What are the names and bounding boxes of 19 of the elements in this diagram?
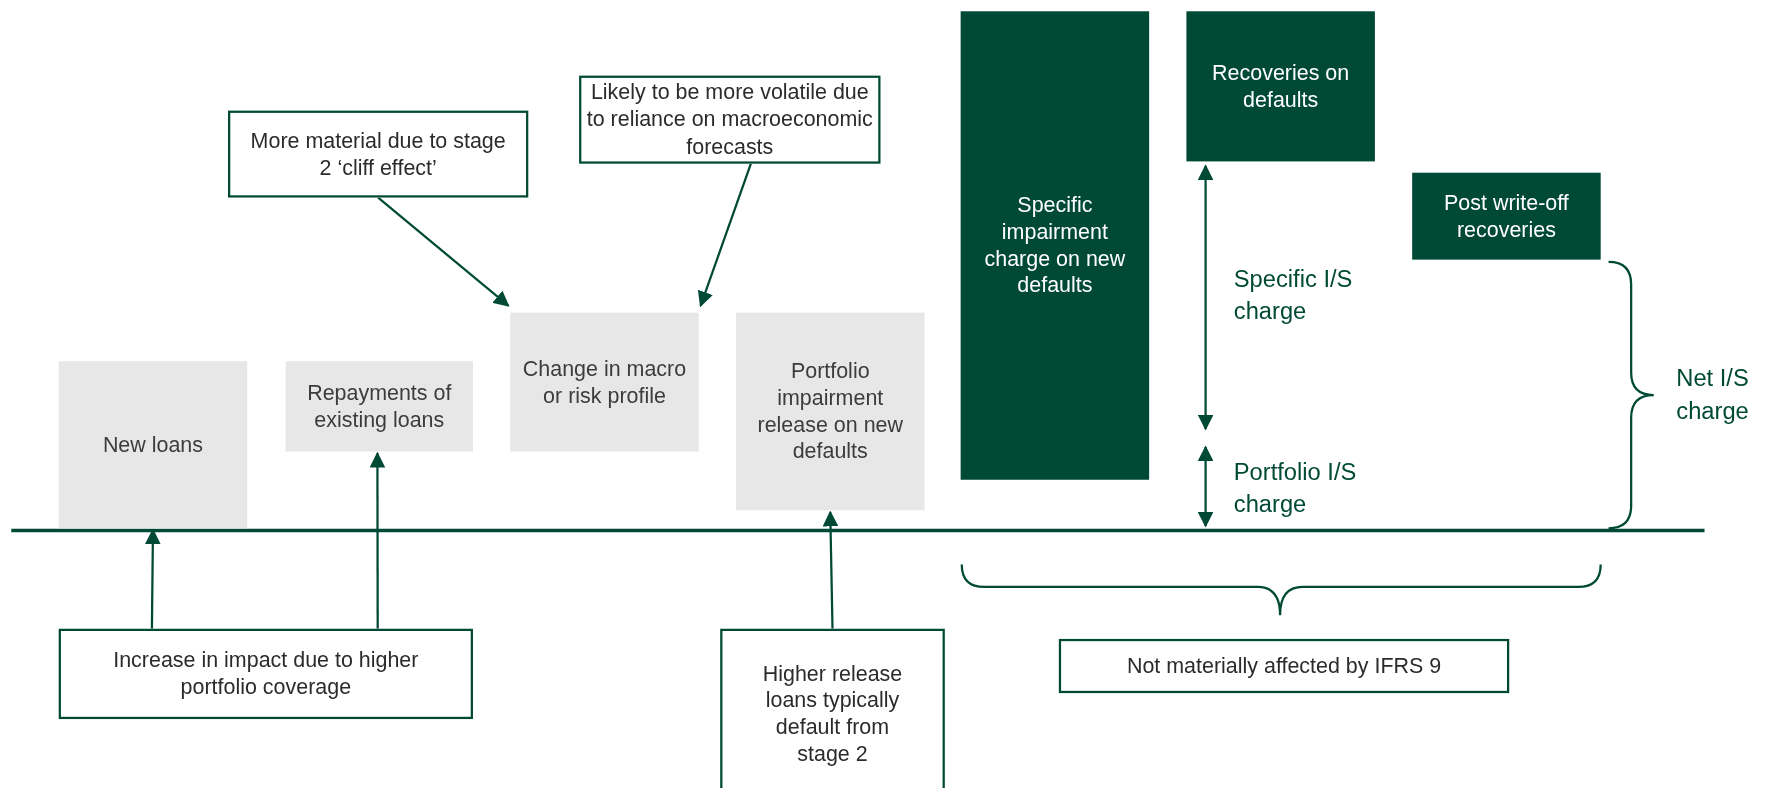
charge-label: Specific I/S charge: [1233, 264, 1354, 327]
arrow: [369, 451, 386, 629]
note-box: Increase in impact due to higher portfolio coverage: [58, 628, 473, 720]
charge-label: Portfolio I/S charge: [1233, 457, 1358, 520]
arrow: [697, 163, 752, 308]
charge-label: Net I/S charge: [1676, 363, 1750, 426]
category-box: Repayments of existing loans: [285, 361, 473, 452]
note-box: Higher release loans typically default from stage 2: [720, 628, 945, 788]
impairment-bar: Specific impairment charge on new defaults: [960, 11, 1150, 480]
arrow: [377, 196, 510, 307]
note-box: Likely to be more volatile due to reliance on macroeconomic forecasts: [579, 75, 881, 164]
arrow: [822, 510, 839, 629]
category-box: Portfolio impairment release on new defaults: [736, 312, 925, 511]
impairment-bar: Recoveries on defaults: [1186, 11, 1375, 162]
category-box: New loans: [58, 361, 248, 529]
category-box: Change in macro or risk profile: [510, 312, 699, 452]
note-box: More material due to stage 2 ‘cliff effect’: [228, 110, 529, 198]
note-box: Not materially affected by IFRS 9: [1058, 638, 1510, 694]
impairment-bar: Post write-off recoveries: [1412, 172, 1601, 260]
